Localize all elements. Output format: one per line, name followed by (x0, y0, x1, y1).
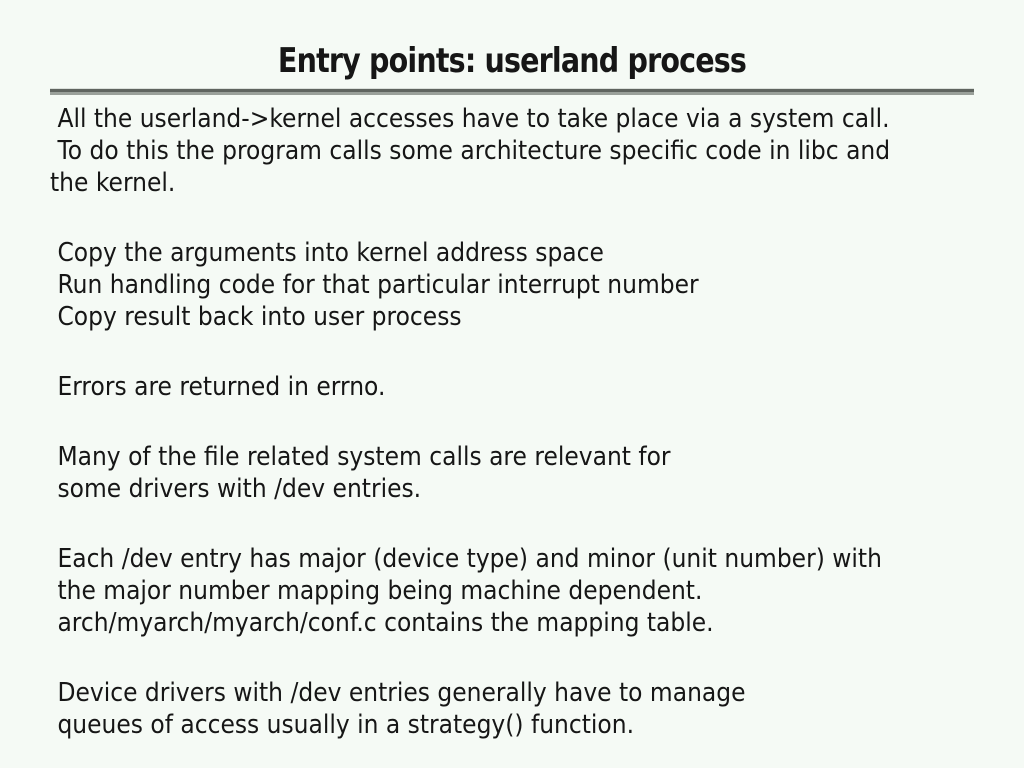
text-line: the major number mapping being machine d… (50, 576, 703, 606)
paragraph: Copy the arguments into kernel address s… (50, 237, 890, 333)
text-line: Each /dev entry has major (device type) … (50, 544, 882, 574)
text-line: Run handling code for that particular in… (50, 270, 699, 300)
paragraph: Device drivers with /dev entries general… (50, 677, 890, 741)
title-divider-rule (50, 88, 974, 95)
text-line: All the userland->kernel accesses have t… (50, 104, 890, 134)
slide-title: Entry points: userland process (277, 41, 747, 81)
text-line: To do this the program calls some archit… (50, 136, 891, 166)
text-line: arch/myarch/myarch/conf.c contains the m… (50, 608, 714, 638)
text-line: Copy result back into user process (50, 302, 462, 332)
slide-body: All the userland->kernel accesses have t… (50, 103, 890, 741)
text-line: Device drivers with /dev entries general… (50, 678, 746, 708)
paragraph: All the userland->kernel accesses have t… (50, 103, 890, 199)
text-line: some drivers with /dev entries. (50, 474, 422, 504)
text-line: the kernel. (50, 168, 176, 198)
text-line: Copy the arguments into kernel address s… (50, 238, 604, 268)
paragraph: Many of the file related system calls ar… (50, 441, 890, 505)
text-line: Many of the file related system calls ar… (50, 442, 671, 472)
text-line: queues of access usually in a strategy()… (50, 710, 635, 740)
paragraph: Errors are returned in errno. (50, 371, 890, 403)
paragraph: Each /dev entry has major (device type) … (50, 543, 890, 639)
text-line: Errors are returned in errno. (50, 372, 386, 402)
